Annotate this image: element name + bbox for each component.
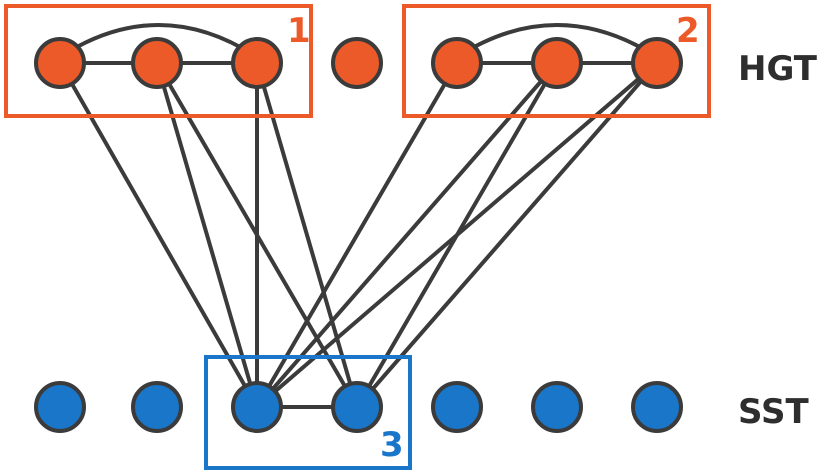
cross-edge-h1-s2 bbox=[155, 61, 259, 409]
sst-node-s0 bbox=[34, 381, 86, 433]
sst-node-s6 bbox=[631, 381, 683, 433]
hgt-row-label: HGT bbox=[738, 49, 818, 89]
arc-edge-h0-h2 bbox=[58, 23, 259, 59]
cross-edge-h4-s2 bbox=[255, 61, 459, 409]
cross-edge-h0-s2 bbox=[58, 61, 259, 409]
cross-edge-h6-s2 bbox=[255, 61, 659, 409]
nodes-layer bbox=[34, 37, 683, 433]
group-boxes-layer bbox=[4, 4, 711, 470]
sst-node-s1 bbox=[131, 381, 183, 433]
hgt-node-h1 bbox=[131, 37, 183, 89]
sst-node-s4 bbox=[431, 381, 483, 433]
cross-edge-h6-s3 bbox=[355, 61, 659, 409]
sst-row-label: SST bbox=[738, 392, 809, 432]
hgt-node-h0 bbox=[34, 37, 86, 89]
group-2-box bbox=[402, 4, 711, 118]
hgt-node-h2 bbox=[231, 37, 283, 89]
hgt-node-h4 bbox=[431, 37, 483, 89]
group-3-label: 3 bbox=[380, 425, 404, 465]
labels-layer: 1 2 3 HGT SST bbox=[287, 11, 818, 465]
group-1-label: 1 bbox=[287, 11, 311, 51]
cross-edge-h5-s2 bbox=[255, 61, 559, 409]
sst-node-s3 bbox=[331, 381, 383, 433]
hgt-node-h3 bbox=[331, 37, 383, 89]
cross-edge-h2-s3 bbox=[255, 61, 359, 409]
hgt-node-h5 bbox=[531, 37, 583, 89]
group-2-label: 2 bbox=[676, 11, 700, 51]
group-1-box bbox=[4, 4, 313, 118]
arc-edge-h4-h6 bbox=[455, 23, 659, 59]
sst-node-s5 bbox=[531, 381, 583, 433]
sst-node-s2 bbox=[231, 381, 283, 433]
hgt-node-h6 bbox=[631, 37, 683, 89]
group-3-box bbox=[204, 355, 412, 470]
